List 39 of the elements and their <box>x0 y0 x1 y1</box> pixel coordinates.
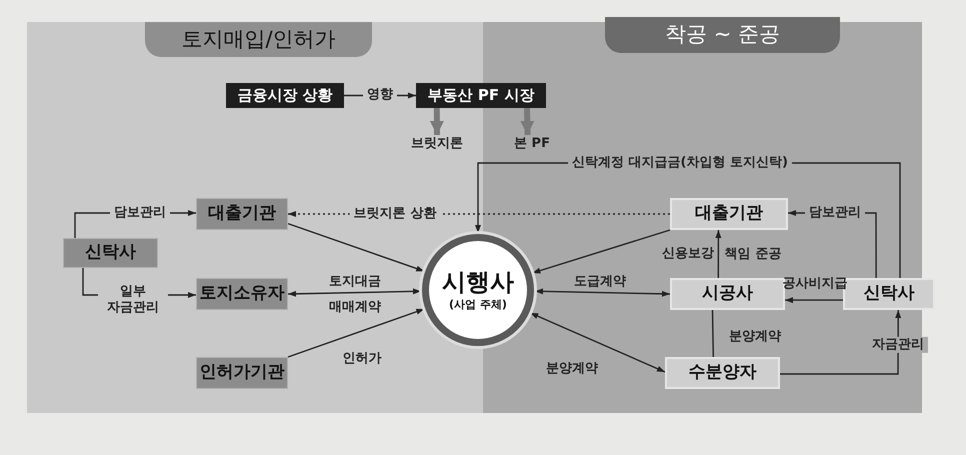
process-box: 토지소유자 <box>196 278 288 310</box>
process-box: 대출기관 <box>196 198 288 230</box>
arrow <box>534 288 670 297</box>
edge-label: 신용보강 <box>661 246 715 262</box>
arrow <box>532 229 670 274</box>
edge-label: 신탁계정 대지급금(차입형 토지신탁) <box>568 154 792 172</box>
edge-label: 분양계약 <box>728 328 782 346</box>
node-label: 브릿지론 <box>405 135 469 153</box>
arrow <box>288 288 422 297</box>
edge-label: 일부 자금관리 <box>98 284 168 316</box>
edge-label: 브릿지론 상환 <box>350 206 440 222</box>
node-subtitle: (사업 주체) <box>449 296 507 313</box>
process-box: 대출기관 <box>670 198 788 230</box>
arrow <box>785 297 843 304</box>
arrow <box>288 308 424 358</box>
section-tab: 착공 ~ 준공 <box>605 17 840 53</box>
node-title: 시행사 <box>442 266 514 297</box>
arrow <box>430 108 444 136</box>
process-box: 금융시장 상황 <box>226 83 344 108</box>
edge-label: 토지대금 <box>328 274 382 290</box>
arrow <box>530 312 666 373</box>
arrow <box>520 108 534 136</box>
edge-label: 담보관리 <box>805 204 865 222</box>
note-text: 매매계약 <box>329 298 381 316</box>
process-box: 신탁사 <box>63 238 158 268</box>
edge-label: 도급계약 <box>573 274 627 290</box>
process-box: 부동산 PF 시장 <box>416 83 546 108</box>
note-text: 책임 준공 <box>724 245 782 264</box>
process-box: 인허가기관 <box>196 357 288 389</box>
arrow <box>715 230 722 278</box>
edge-label: 인허가 <box>342 350 382 368</box>
section-tab: 토지매입/인허가 <box>145 22 372 57</box>
edge-label: 영향 <box>363 86 397 104</box>
edge-label: 담보관리 <box>110 204 170 222</box>
arrow <box>288 222 424 272</box>
process-box: 수분양자 <box>665 357 780 389</box>
arrow <box>780 310 902 375</box>
node-label: 본 PF <box>510 135 554 153</box>
edge-label: 분양계약 <box>545 360 599 378</box>
